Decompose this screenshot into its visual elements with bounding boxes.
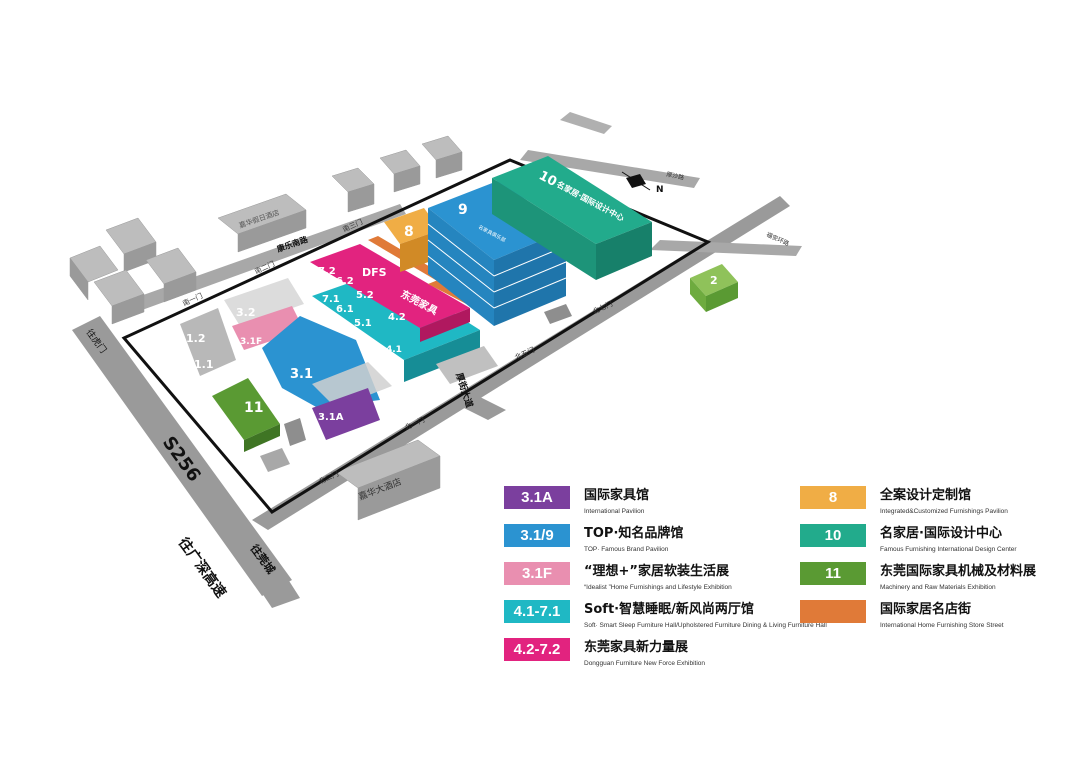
legend-cn: 东莞国际家具机械及材料展	[880, 564, 1037, 579]
road-guanzhang[interactable]	[452, 392, 506, 420]
road-top-label: 厚沙路	[666, 170, 685, 182]
legend-swatch: 3.1/9	[504, 524, 570, 547]
legend-cn: Soft·智慧睡眠/新风尚两厅馆	[584, 602, 754, 617]
hall-7-1-label: 7.1	[322, 294, 340, 305]
hall-3-2-label: 3.2	[236, 306, 256, 319]
road-right[interactable]	[650, 240, 802, 256]
legend-swatch: 8	[800, 486, 866, 509]
legend-cn: TOP·知名品牌馆	[584, 526, 684, 541]
hall-1-2-label: 1.2	[186, 332, 206, 345]
hall-8-label: 8	[404, 224, 414, 240]
hall-3-2[interactable]: 3.2	[224, 278, 304, 326]
legend-en: Famous Furnishing International Design C…	[880, 546, 1017, 553]
venue-boundary	[121, 158, 712, 514]
hall-4-2-label: 4.2	[388, 312, 406, 323]
surrounding-buildings	[69, 135, 463, 521]
hall-2[interactable]: 2	[690, 264, 738, 312]
legend-item: 国际家居名店街 International Home Furnishing Sto…	[800, 600, 1004, 629]
hall-9-label: 9	[458, 202, 468, 218]
hall-3-1a[interactable]: 3.1A	[312, 388, 380, 440]
legend-item: 4.2-7.2 东莞家具新力量展 Dongguan Furniture New Fo…	[504, 638, 705, 667]
dfs-logo: DFS	[362, 266, 387, 279]
hall-11-label: 11	[244, 400, 263, 416]
hall-1[interactable]: 1.2 1.1	[180, 308, 236, 376]
legend-en: Machinery and Raw Materials Exhibition	[880, 584, 996, 591]
legend-text: 全案设计定制馆 Integrated&Customized Furnishings…	[880, 484, 1008, 515]
hall-9[interactable]: 9 名家具俱乐部	[427, 180, 567, 326]
legend-en: Integrated&Customized Furnishings Pavili…	[880, 508, 1008, 515]
legend-en: TOP· Famous Brand Pavilion	[584, 546, 669, 553]
service-building	[544, 304, 572, 324]
legend-item: 8 全案设计定制馆 Integrated&Customized Furnishing…	[800, 486, 1008, 515]
legend-swatch: 11	[800, 562, 866, 585]
compass-icon: N	[621, 171, 664, 195]
hall-7-2-label: 7.2	[318, 266, 336, 277]
hall-4-1-annex	[436, 346, 498, 384]
hall-4-1-label: 4.1	[386, 345, 402, 355]
legend-item: 3.1/9 TOP·知名品牌馆 TOP· Famous Brand Pavilion	[504, 524, 683, 553]
hall-3-1f[interactable]: 3.1F	[232, 306, 304, 350]
hall-3-1-annex	[312, 362, 392, 408]
legend-swatch: 4.2-7.2	[504, 638, 570, 661]
hall-5-2-label: 5.2	[356, 290, 374, 301]
legend-swatch: 4.1-7.1	[504, 600, 570, 623]
legend-swatch: 3.1A	[504, 486, 570, 509]
hall-3-1f-label: 3.1F	[240, 337, 262, 347]
hall-3-1a-label: 3.1A	[318, 412, 344, 423]
legend-text: 名家居·国际设计中心 Famous Furnishing Internationa…	[880, 522, 1017, 553]
legend-text: 国际家具馆 International Pavilion	[584, 484, 649, 515]
legend-item: 3.1A 国际家具馆 International Pavilion	[504, 486, 649, 515]
parking-building	[260, 448, 290, 472]
legend-swatch: 3.1F	[504, 562, 570, 585]
legend-text: 东莞家具新力量展 Dongguan Furniture New Force Exh…	[584, 636, 705, 667]
to-guangshen-label: 往广深高速	[175, 534, 230, 601]
hall-6-2-label: 6.2	[336, 276, 354, 287]
legend-item: 11 东莞国际家具机械及材料展 Machinery and Raw Material…	[800, 562, 1036, 591]
hall-11[interactable]: 11	[212, 378, 280, 452]
legend-cn: 国际家居名店街	[880, 602, 972, 617]
road-top-right[interactable]	[560, 112, 612, 134]
legend-en: Dongguan Furniture New Force Exhibition	[584, 660, 706, 667]
hall-6-1-label: 6.1	[336, 304, 354, 315]
road-top[interactable]	[520, 150, 700, 188]
legend-en: International Pavilion	[584, 508, 645, 515]
legend-cn: 名家居·国际设计中心	[880, 526, 1002, 541]
legend-en: International Home Furnishing Store Stre…	[880, 622, 1004, 629]
hall-4-7-2[interactable]: 7.2 6.2 5.2 4.2 DFS 东莞家具	[310, 244, 470, 342]
legend-item: 10 名家居·国际设计中心 Famous Furnishing Internatio…	[800, 524, 1017, 553]
annex-building	[284, 418, 306, 446]
legend-swatch	[800, 600, 866, 623]
legend-text: TOP·知名品牌馆 TOP· Famous Brand Pavilion	[584, 522, 683, 553]
legend-text: Soft·智慧睡眠/新风尚两厅馆 Soft· Smart Sleep Furnit…	[584, 598, 827, 629]
legend-item: 4.1-7.1 Soft·智慧睡眠/新风尚两厅馆 Soft· Smart Sleep…	[504, 600, 827, 629]
hall-4-7-1[interactable]: 7.1 6.1 5.1 4.1	[312, 270, 480, 382]
hall-3-1-label: 3.1	[290, 367, 313, 382]
legend-text: 国际家居名店街 International Home Furnishing Sto…	[880, 598, 1004, 629]
hall-5-1-label: 5.1	[354, 318, 372, 329]
legend-cn: “理想+”家居软装生活展	[584, 564, 729, 579]
legend-en: “Idealist ”Home Furnishings and Lifestyl…	[584, 584, 732, 591]
compass-n: N	[656, 185, 664, 195]
road-s256[interactable]	[72, 316, 292, 596]
hall-10[interactable]: 10 名家居·国际设计中心	[492, 156, 652, 280]
hall-2-label: 2	[710, 274, 718, 287]
legend-text: “理想+”家居软装生活展 “Idealist ”Home Furnishings …	[584, 560, 732, 591]
legend-text: 东莞国际家具机械及材料展 Machinery and Raw Materials …	[880, 560, 1036, 591]
hall-1-1-label: 1.1	[194, 358, 214, 371]
legend-item: 3.1F “理想+”家居软装生活展 “Idealist ”Home Furnishi…	[504, 562, 732, 591]
legend-en: Soft· Smart Sleep Furniture Hall/Upholst…	[584, 622, 827, 629]
road-to-dongguan[interactable]	[240, 548, 300, 608]
legend-cn: 全案设计定制馆	[880, 488, 972, 503]
legend-cn: 东莞家具新力量展	[584, 640, 689, 655]
road-bottom[interactable]	[252, 196, 790, 530]
legend-cn: 国际家具馆	[584, 488, 650, 503]
legend-swatch: 10	[800, 524, 866, 547]
